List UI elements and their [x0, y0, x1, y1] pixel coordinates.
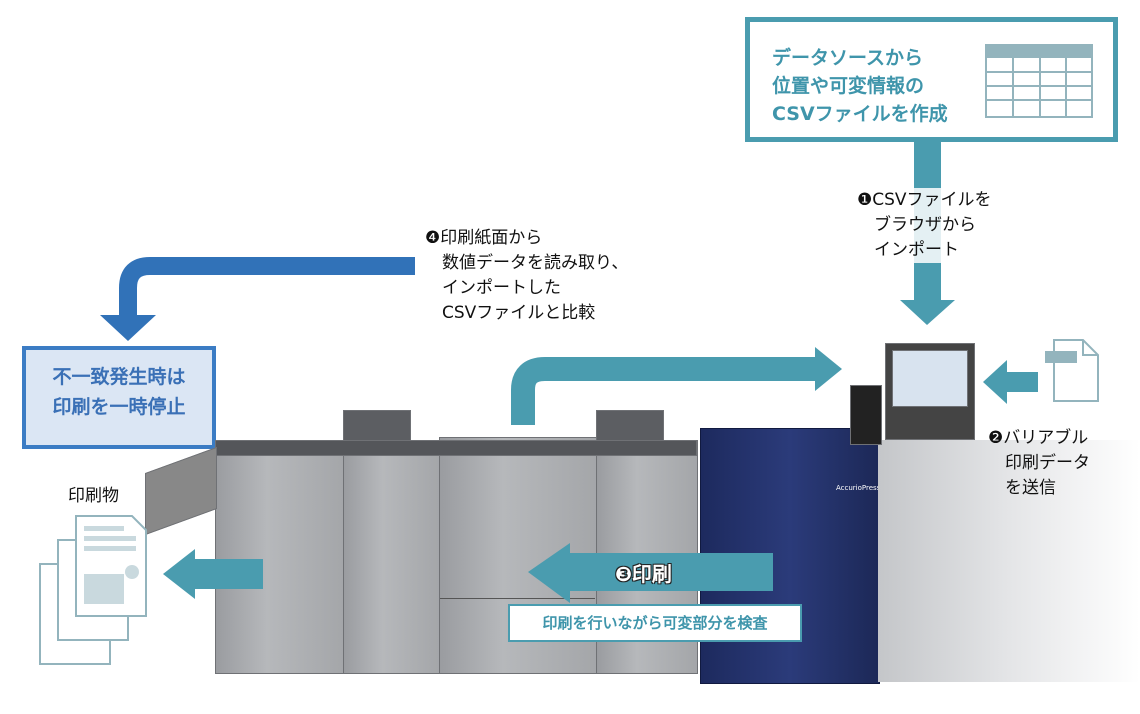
csv-box-text: データソースから 位置や可変情報の CSVファイルを作成	[772, 47, 948, 125]
output-label: 印刷物	[68, 486, 119, 506]
output-arrow	[163, 549, 263, 599]
data-to-finisher-arrow	[511, 347, 842, 425]
send-data-arrow	[983, 360, 1038, 404]
step4-label: ❹印刷紙面から 数値データを読み取り、 インポートした CSVファイルと比較	[425, 228, 629, 323]
inspection-caption: 印刷を行いながら可変部分を検査	[508, 604, 802, 642]
compare-arrow	[100, 257, 415, 341]
printer-brand: AccurioPress	[836, 484, 881, 492]
stop-print-box: 不一致発生時は 印刷を一時停止	[22, 346, 216, 449]
printed-documents-icon	[39, 515, 147, 665]
step3-label: ❸印刷	[615, 562, 672, 586]
step2-label: ❷バリアブル 印刷データ を送信	[988, 428, 1090, 498]
step1-label: ❶CSVファイルを ブラウザから インポート	[857, 188, 992, 263]
csv-creation-box: データソースから 位置や可変情報の CSVファイルを作成	[745, 17, 1118, 142]
document-icon	[1045, 339, 1099, 402]
print-arrow	[528, 543, 773, 603]
table-icon	[985, 44, 1093, 118]
